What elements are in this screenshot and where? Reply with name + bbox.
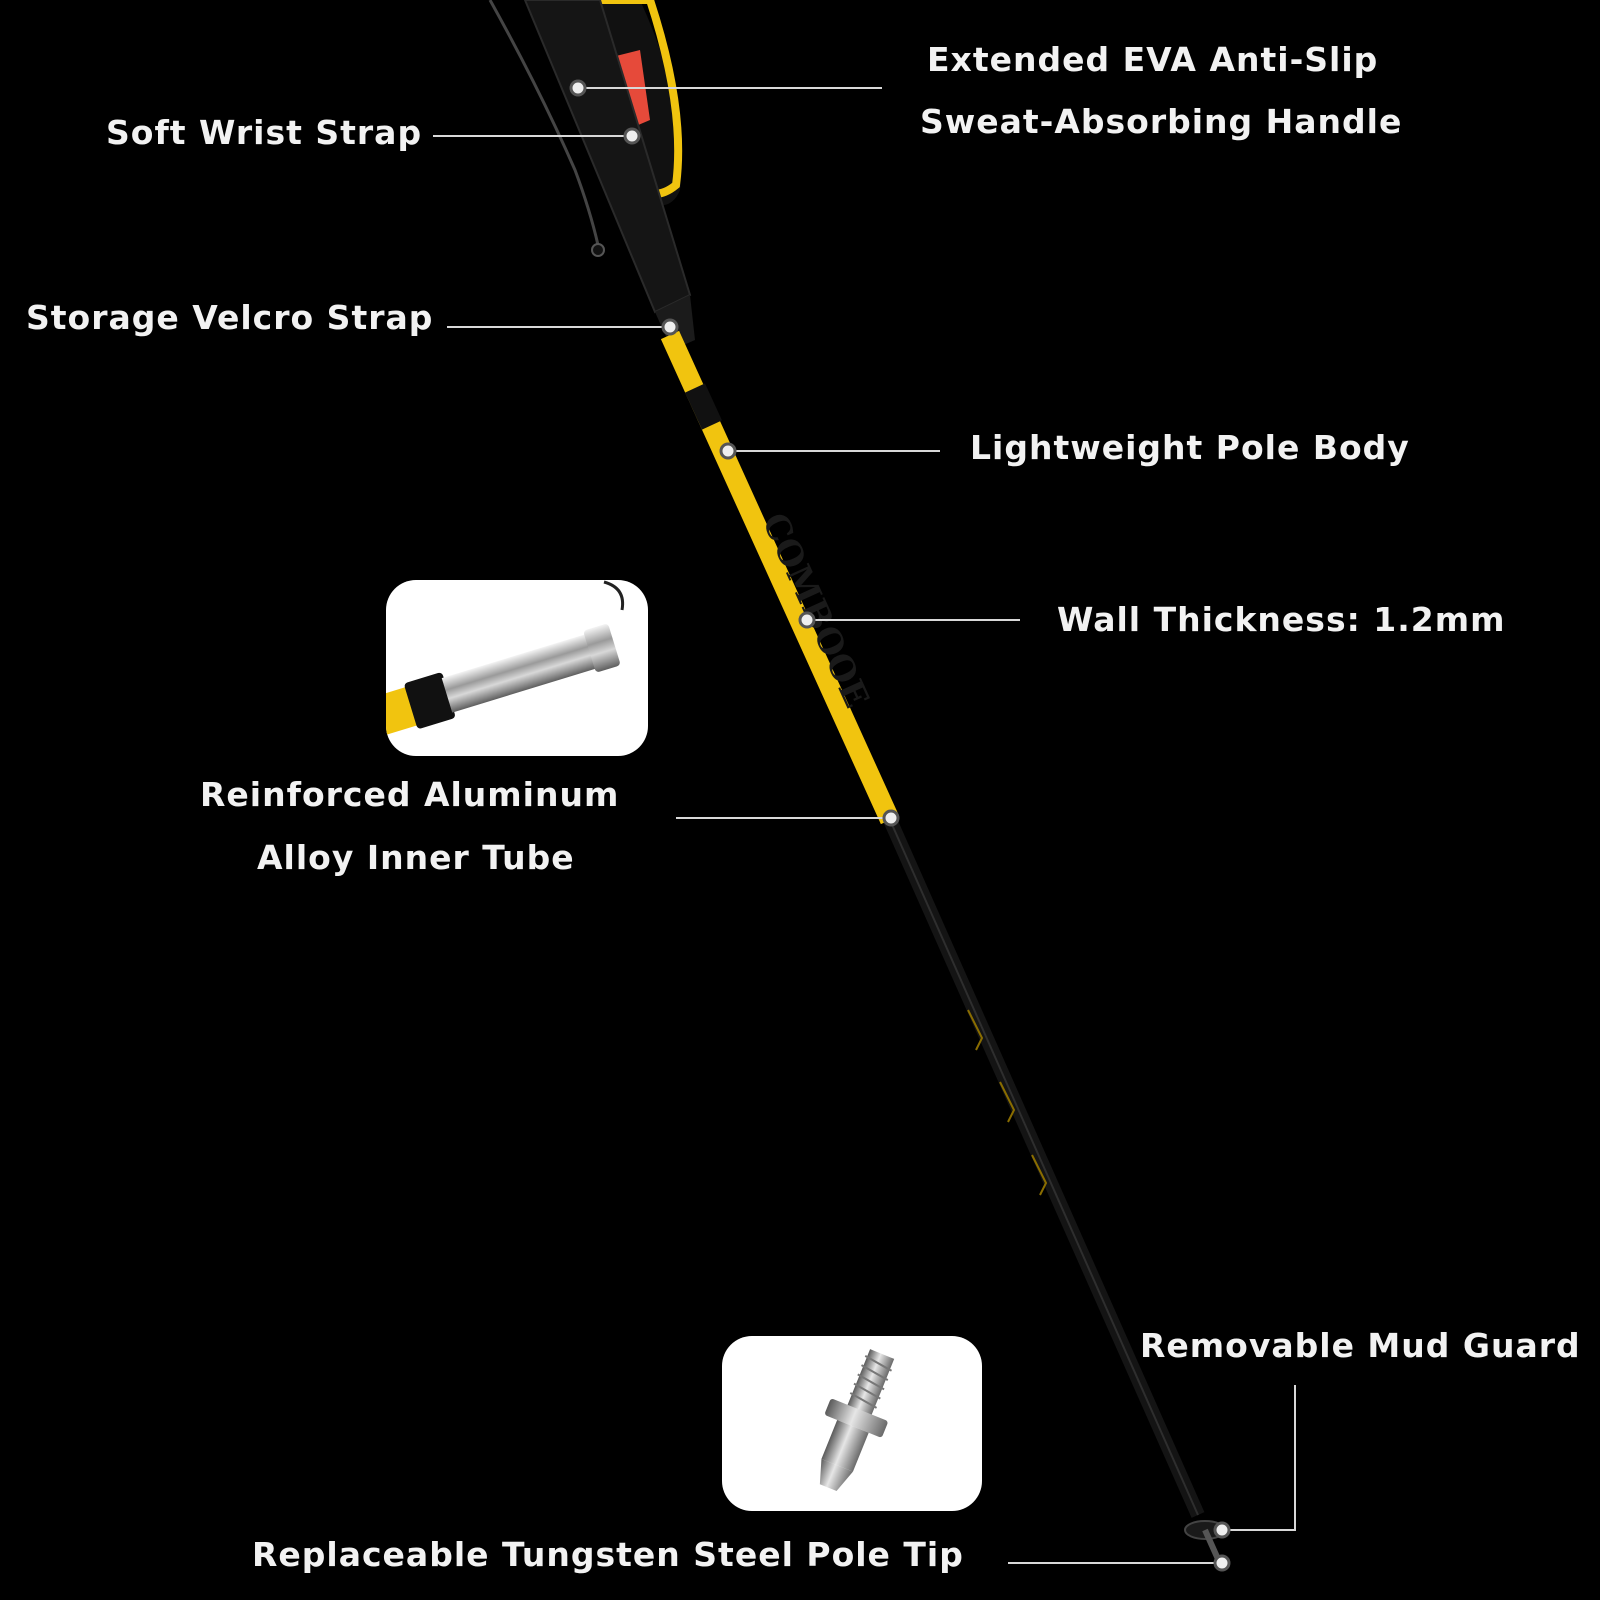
pole-decor-2 bbox=[999, 1081, 1016, 1123]
leader-lines bbox=[433, 87, 1296, 1564]
dot-inner-tube bbox=[882, 809, 900, 827]
leader-mud-guard bbox=[1222, 1385, 1296, 1531]
wrist-cord bbox=[488, 0, 600, 246]
label-pole-tip: Replaceable Tungsten Steel Pole Tip bbox=[252, 1535, 964, 1574]
pole-tip-inset bbox=[722, 1336, 982, 1511]
label-pole-body: Lightweight Pole Body bbox=[970, 428, 1410, 467]
label-handle-line1: Extended EVA Anti-Slip bbox=[927, 40, 1379, 79]
section-joint bbox=[685, 383, 722, 430]
inner-tube-inset bbox=[386, 580, 648, 756]
pole-decor-3 bbox=[1031, 1154, 1048, 1196]
pole-decor-1 bbox=[967, 1009, 984, 1051]
label-inner-tube-line2: Alloy Inner Tube bbox=[257, 838, 575, 877]
dot-velcro bbox=[661, 318, 679, 336]
callout-dots bbox=[569, 79, 1231, 1572]
dot-mud-guard bbox=[1213, 1521, 1231, 1539]
dot-wall-thickness bbox=[798, 611, 816, 629]
label-velcro-strap: Storage Velcro Strap bbox=[26, 298, 434, 337]
label-handle-line2: Sweat-Absorbing Handle bbox=[920, 102, 1403, 141]
label-inner-tube-line1: Reinforced Aluminum bbox=[200, 775, 620, 814]
inner-tube-image bbox=[386, 580, 625, 737]
label-wrist-strap: Soft Wrist Strap bbox=[106, 113, 423, 152]
dot-pole-body bbox=[719, 442, 737, 460]
dot-wrist-strap bbox=[623, 127, 641, 145]
pole-brand-text: COMBOOE bbox=[754, 507, 877, 714]
dot-pole-tip bbox=[1213, 1554, 1231, 1572]
dot-handle bbox=[569, 79, 587, 97]
pole-tip-image bbox=[819, 1349, 895, 1491]
lower-pole-highlight bbox=[889, 819, 1199, 1516]
label-mud-guard: Removable Mud Guard bbox=[1140, 1326, 1581, 1365]
label-wall-thickness: Wall Thickness: 1.2mm bbox=[1057, 600, 1506, 639]
cord-lock bbox=[591, 243, 605, 257]
